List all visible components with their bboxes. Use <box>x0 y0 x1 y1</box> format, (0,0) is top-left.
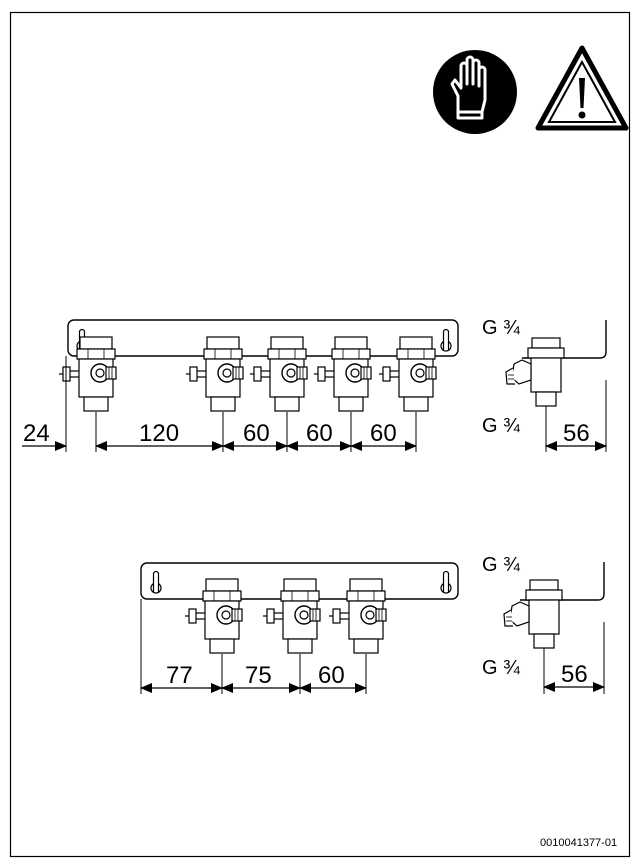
top-thread-lower-label: G ¾ <box>482 415 520 437</box>
top-manifold <box>22 319 459 452</box>
bottom-side-dim-56: 56 <box>561 661 588 688</box>
top-dim-60-b: 60 <box>306 420 333 447</box>
top-thread-upper-label: G ¾ <box>482 317 520 339</box>
top-dim-24: 24 <box>23 420 50 447</box>
page-border <box>9 11 631 858</box>
glove-icon <box>433 50 517 134</box>
bottom-thread-upper-label: G ¾ <box>482 554 520 576</box>
top-side-view <box>505 320 607 452</box>
top-side-dim-56: 56 <box>563 420 590 447</box>
bottom-side-view <box>503 562 605 694</box>
bottom-dim-75: 75 <box>245 662 272 689</box>
top-dim-60-c: 60 <box>370 420 397 447</box>
bottom-manifold <box>140 562 459 694</box>
document-id: 0010041377-01 <box>540 837 617 849</box>
top-dim-60-a: 60 <box>243 420 270 447</box>
bottom-dim-77: 77 <box>166 662 193 689</box>
bottom-dim-60: 60 <box>318 662 345 689</box>
warning-triangle-icon <box>535 45 629 131</box>
bottom-thread-lower-label: G ¾ <box>482 657 520 679</box>
top-dim-120: 120 <box>139 420 179 447</box>
